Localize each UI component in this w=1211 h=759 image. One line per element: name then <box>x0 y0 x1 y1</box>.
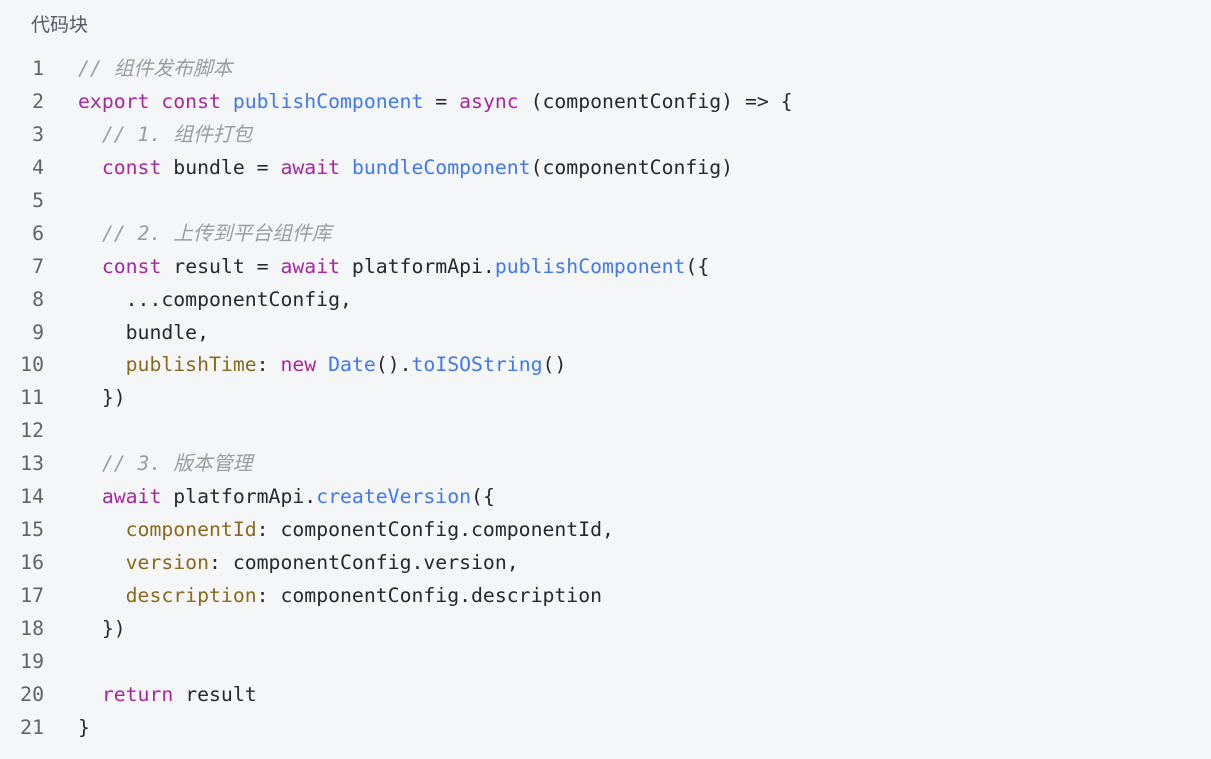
code-text: const result = await platformApi.publish… <box>78 251 709 284</box>
code-token-plain: ({ <box>685 254 710 278</box>
code-token-plain: result = <box>161 254 281 278</box>
code-token-plain <box>78 551 126 574</box>
line-number: 18 <box>20 616 44 640</box>
code-token-fn: bundleComponent <box>351 155 531 179</box>
code-text: }) <box>78 613 126 646</box>
code-token-kw: await <box>280 155 341 179</box>
code-token-plain: ({ <box>471 485 495 509</box>
code-token-plain <box>78 584 126 607</box>
line-number: 21 <box>20 715 44 739</box>
code-token-plain: bundle = <box>161 155 281 179</box>
code-token-comment: // 1. 组件打包 <box>78 122 253 146</box>
code-text: // 2. 上传到平台组件库 <box>78 218 332 251</box>
code-text: // 组件发布脚本 <box>78 53 232 86</box>
code-text: componentId: componentConfig.componentId… <box>78 514 614 547</box>
code-token-plain <box>316 353 328 376</box>
code-token-plain: (). <box>375 353 412 377</box>
code-token-comment: // 2. 上传到平台组件库 <box>78 221 332 245</box>
line-number: 6 <box>32 221 44 245</box>
code-token-kw: return <box>101 682 174 706</box>
code-text: publishTime: new Date().toISOString() <box>78 349 567 382</box>
code-token-plain: bundle, <box>78 320 210 344</box>
code-token-plain <box>78 518 126 541</box>
code-token-kw: await <box>101 485 162 509</box>
line-number: 5 <box>32 188 44 212</box>
code-text: } <box>78 712 90 745</box>
line-number: 1 <box>32 57 44 80</box>
code-token-plain <box>340 156 352 179</box>
code-text: export const publishComponent = async (c… <box>78 86 793 119</box>
code-token-plain: result <box>173 682 257 706</box>
code-token-kw: new <box>280 353 317 377</box>
code-text: await platformApi.createVersion({ <box>78 481 495 514</box>
code-token-plain: }) <box>78 616 126 640</box>
line-number: 12 <box>20 419 44 443</box>
code-token-fn: publishComponent <box>494 254 686 278</box>
code-text: // 3. 版本管理 <box>78 448 253 481</box>
code-token-comment: // 3. 版本管理 <box>78 452 253 476</box>
code-text: }) <box>78 382 126 415</box>
code-token-plain <box>78 683 102 706</box>
line-number: 7 <box>32 254 44 278</box>
code-token-prop: componentId <box>125 518 257 542</box>
code-text: ...componentConfig, <box>78 284 352 317</box>
code-token-plain: }) <box>78 386 126 410</box>
code-token-kw: await <box>280 254 341 278</box>
code-token-fn: createVersion <box>316 485 472 509</box>
code-text: version: componentConfig.version, <box>78 547 519 580</box>
line-number: 17 <box>20 584 44 607</box>
code-text: const bundle = await bundleComponent(com… <box>78 152 733 185</box>
code-token-comment: // 组件发布脚本 <box>78 57 233 80</box>
code-token-plain: platformApi. <box>340 254 495 278</box>
code-token-plain: : <box>256 353 281 377</box>
code-text: description: componentConfig.description <box>78 580 602 613</box>
code-token-plain <box>78 255 102 278</box>
line-number: 9 <box>32 320 44 344</box>
line-number: 4 <box>32 155 44 179</box>
code-token-kw: const <box>101 155 162 179</box>
code-token-plain: = <box>423 89 460 113</box>
code-token-plain: : componentConfig.description <box>256 584 603 607</box>
line-number: 16 <box>20 551 44 575</box>
code-token-prop: publishTime <box>125 353 257 377</box>
code-token-plain: platformApi. <box>161 485 317 509</box>
code-token-plain <box>78 156 102 179</box>
code-token-plain: (componentConfig) <box>530 155 734 179</box>
code-token-kw: const <box>101 254 162 278</box>
code-token-plain <box>78 353 126 376</box>
code-token-prop: description <box>125 584 257 607</box>
code-token-fn: publishComponent <box>232 89 424 113</box>
code-token-plain: (componentConfig) => { <box>518 89 793 113</box>
code-token-plain: () <box>542 353 567 377</box>
code-token-fn: Date <box>328 353 376 377</box>
code-token-plain: : componentConfig.componentId, <box>256 518 614 542</box>
line-number: 11 <box>20 386 44 410</box>
code-token-fn: toISOString <box>411 353 543 377</box>
code-token-plain: } <box>78 715 90 739</box>
line-number: 15 <box>20 518 44 542</box>
code-text: bundle, <box>78 317 209 350</box>
line-number: 19 <box>20 649 44 673</box>
code-token-kw: async <box>459 89 519 113</box>
line-number: 20 <box>20 682 44 706</box>
code-block-title: 代码块 <box>31 14 89 36</box>
code-text: // 1. 组件打包 <box>78 119 253 152</box>
line-number: 10 <box>20 353 44 377</box>
code-token-plain: : componentConfig.version, <box>209 551 519 575</box>
line-number: 13 <box>20 452 44 476</box>
code-text: return result <box>78 679 257 712</box>
line-number: 2 <box>32 89 44 113</box>
code-token-plain <box>78 485 102 508</box>
code-token-kw: export const <box>78 89 233 113</box>
line-number: 8 <box>32 287 44 311</box>
line-number: 3 <box>32 122 44 146</box>
code-token-prop: version <box>125 551 210 575</box>
code-token-plain: ...componentConfig, <box>78 287 352 311</box>
line-number: 14 <box>20 485 44 509</box>
